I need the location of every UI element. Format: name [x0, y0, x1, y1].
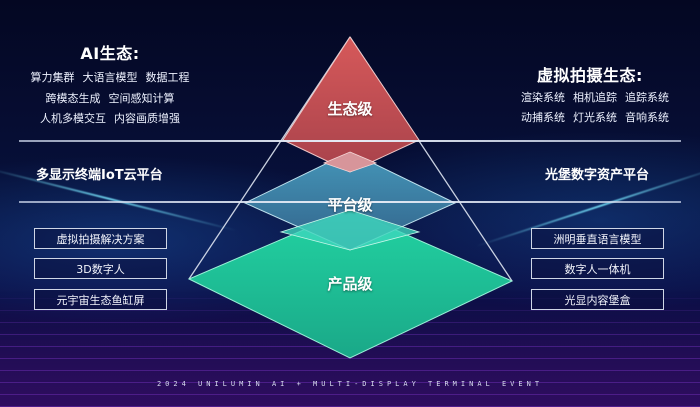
divider-line-top — [19, 140, 681, 142]
virtual-production-row: 动捕系统灯光系统音响系统 — [505, 109, 685, 125]
product-box-left: 3D数字人 — [34, 258, 167, 279]
product-box-right: 洲明垂直语言模型 — [531, 228, 664, 249]
vp-item: 追踪系统 — [625, 91, 669, 104]
vp-item: 动捕系统 — [521, 111, 565, 124]
ai-ecosystem-title: AI生态: — [80, 44, 140, 63]
virtual-production-row: 渲染系统相机追踪追踪系统 — [505, 89, 685, 105]
ai-ecosystem-row: 算力集群大语言模型数据工程 — [20, 69, 200, 85]
ai-item: 人机多模交互 — [40, 112, 106, 125]
ai-item: 空间感知计算 — [108, 92, 175, 105]
iot-cloud-platform-label: 多显示终端IoT云平台 — [36, 168, 163, 183]
ecosystem-level-label: 生态级 — [327, 100, 373, 118]
product-level-label: 产品级 — [327, 275, 373, 293]
product-box-left: 虚拟拍摄解决方案 — [34, 228, 167, 249]
divider-line-bottom — [19, 201, 681, 203]
vp-item: 相机追踪 — [573, 91, 617, 104]
product-label: 虚拟拍摄解决方案 — [56, 232, 145, 246]
vp-item: 音响系统 — [625, 111, 669, 124]
product-label: 3D数字人 — [76, 262, 125, 276]
ai-item: 数据工程 — [145, 71, 190, 84]
ai-item: 跨模态生成 — [45, 92, 101, 105]
digital-asset-platform-label: 光堡数字资产平台 — [545, 168, 650, 183]
product-label: 数字人一体机 — [564, 262, 631, 276]
product-box-right: 数字人一体机 — [531, 258, 664, 279]
ai-item: 算力集群 — [30, 71, 75, 84]
product-box-right: 光显内容堡盒 — [531, 289, 664, 310]
ai-ecosystem-row: 跨模态生成空间感知计算 — [20, 90, 200, 106]
product-label: 光显内容堡盒 — [564, 293, 631, 307]
ai-item: 大语言模型 — [82, 71, 138, 84]
vp-item: 渲染系统 — [521, 91, 565, 104]
event-footer: 2024 UNILUMIN AI + MULTI-DISPLAY TERMINA… — [156, 380, 544, 388]
vp-item: 灯光系统 — [573, 111, 617, 124]
virtual-production-ecosystem-title: 虚拟拍摄生态: — [537, 66, 643, 85]
ai-item: 内容画质增强 — [114, 112, 180, 125]
platform-level-label: 平台级 — [327, 196, 373, 214]
product-label: 元宇宙生态鱼缸屏 — [56, 293, 145, 307]
ai-ecosystem-row: 人机多模交互内容画质增强 — [20, 110, 200, 126]
product-box-left: 元宇宙生态鱼缸屏 — [34, 289, 167, 310]
product-level-shape — [187, 209, 514, 359]
product-label: 洲明垂直语言模型 — [553, 232, 642, 246]
